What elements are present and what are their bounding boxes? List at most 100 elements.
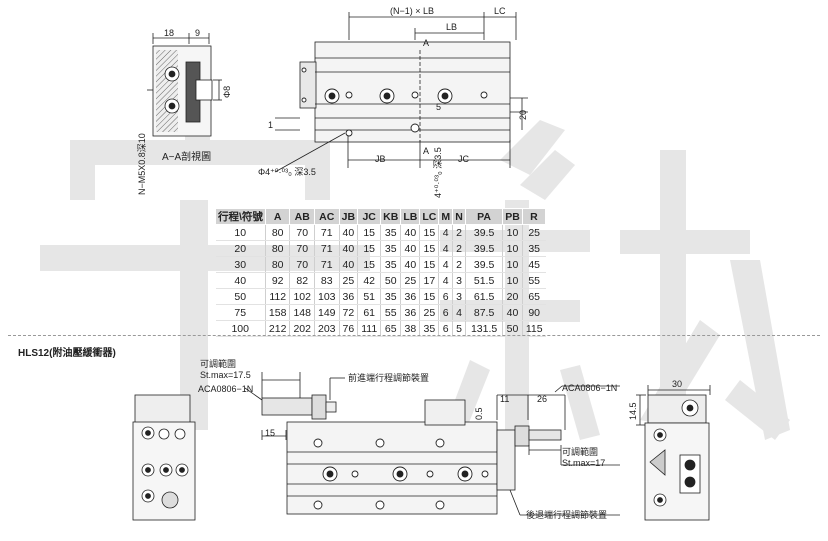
table-cell: 30 (215, 256, 266, 273)
header-cell: JC (357, 208, 382, 225)
rear-adjust-label: 後退端行程調節裝置 (526, 509, 607, 520)
table-cell: 25 (338, 272, 358, 289)
header-cell: 行程\符號 (215, 208, 266, 225)
bottom-side-holes (313, 438, 489, 510)
table-cell: 15 (357, 224, 381, 241)
table-cell: 5 (452, 320, 466, 337)
table-cell: 4 (438, 240, 453, 257)
table-cell: 40 (338, 224, 358, 241)
header-cell: A (264, 208, 291, 225)
dim-jc: JC (458, 154, 470, 164)
table-cell: 61.5 (464, 288, 503, 305)
table-cell: 35 (521, 240, 546, 257)
table-cell: 38 (400, 320, 420, 337)
table-cell: 111 (357, 320, 381, 337)
pin-hole-note: Φ4⁺⁰·⁰³₀ 深3.5 (258, 167, 316, 177)
section-mark-a-top: A (423, 38, 429, 48)
spec-table: 行程\符號 A AB AC JB JC KB LB LC M N PA PB R… (215, 208, 547, 337)
section-title-hls12: HLS12(附油壓緩衝器) (18, 348, 116, 359)
table-cell: 20 (215, 240, 266, 257)
table-cell: 71 (313, 256, 340, 273)
table-cell: 40 (338, 256, 358, 273)
table-cell: 40 (215, 272, 266, 289)
table-cell: 36 (400, 288, 420, 305)
table-cell: 35 (380, 256, 401, 273)
main-front-view (274, 12, 528, 173)
table-cell: 15 (419, 224, 439, 241)
table-cell: 100 (215, 320, 266, 337)
slot-note: 4⁺⁰·⁰³₀ 深3.5 (433, 147, 443, 198)
table-cell: 40 (400, 224, 420, 241)
st-max-left: St.max=17.5 (200, 370, 251, 380)
dim-20: 20 (518, 110, 528, 120)
top-technical-drawing: 18 9 Φ8 N−M5X0.8深10 A−A剖視圖 (N−1) × LB LC… (137, 6, 528, 198)
aca-right: ACA0806−1N (562, 383, 617, 393)
table-cell: 82 (289, 272, 315, 289)
table-cell: 51.5 (464, 272, 503, 289)
table-cell: 112 (264, 288, 290, 305)
table-cell: 102 (289, 288, 315, 305)
table-cell: 131.5 (464, 320, 503, 337)
table-cell: 10 (502, 272, 523, 289)
table-cell: 50 (215, 288, 266, 305)
header-cell: LC (419, 208, 440, 225)
table-cell: 15 (419, 240, 439, 257)
header-cell: JB (338, 208, 359, 225)
table-cell: 42 (357, 272, 381, 289)
table-cell: 39.5 (464, 224, 503, 241)
table-cell: 6 (438, 288, 453, 305)
table-cell: 115 (521, 320, 546, 337)
header-cell: PA (464, 208, 504, 225)
header-cell: AB (289, 208, 315, 225)
section-mark-a-bottom: A (423, 146, 429, 156)
table-cell: 76 (338, 320, 358, 337)
table-cell: 50 (380, 272, 401, 289)
table-cell: 202 (289, 320, 315, 337)
dim-phi8: Φ8 (222, 86, 232, 98)
table-cell: 40 (338, 240, 358, 257)
st-max-right: St.max=17 (562, 458, 605, 468)
header-cell: PB (502, 208, 523, 225)
dim-0-5: 0.5 (474, 407, 484, 420)
dim-14-5: 14.5 (628, 402, 638, 420)
table-cell: 149 (313, 304, 340, 321)
table-cell: 87.5 (464, 304, 503, 321)
table-cell: 35 (380, 224, 401, 241)
table-cell: 40 (400, 240, 420, 257)
bottom-side-view (244, 372, 620, 516)
table-cell: 15 (419, 256, 439, 273)
table-cell: 75 (215, 304, 266, 321)
table-cell: 55 (380, 304, 401, 321)
table-cell: 3 (452, 272, 466, 289)
table-cell: 39.5 (464, 240, 503, 257)
table-cell: 25 (521, 224, 546, 241)
table-cell: 6 (438, 320, 453, 337)
table-cell: 10 (215, 224, 266, 241)
dim-1: 1 (268, 120, 273, 130)
table-cell: 50 (502, 320, 523, 337)
table-cell: 51 (357, 288, 381, 305)
header-cell: AC (313, 208, 340, 225)
table-cell: 80 (264, 240, 290, 257)
table-cell: 3 (452, 288, 466, 305)
table-cell: 72 (338, 304, 358, 321)
table-cell: 61 (357, 304, 381, 321)
dim-lb: LB (446, 22, 457, 32)
bottom-technical-drawing: 可調範圍 St.max=17.5 ACA0806−1N 15 前進端行程調節裝置… (132, 358, 711, 521)
table-cell: 70 (289, 240, 315, 257)
table-cell: 25 (400, 272, 420, 289)
table-cell: 35 (380, 240, 401, 257)
header-cell: KB (380, 208, 402, 225)
table-cell: 203 (313, 320, 340, 337)
adj-range-right: 可調範圍 (562, 446, 598, 457)
table-cell: 36 (338, 288, 358, 305)
left-end-view (132, 394, 196, 521)
front-adjust-label: 前進端行程調節裝置 (348, 372, 429, 383)
table-cell: 40 (502, 304, 523, 321)
table-cell: 103 (313, 288, 340, 305)
header-cell: LB (400, 208, 421, 225)
